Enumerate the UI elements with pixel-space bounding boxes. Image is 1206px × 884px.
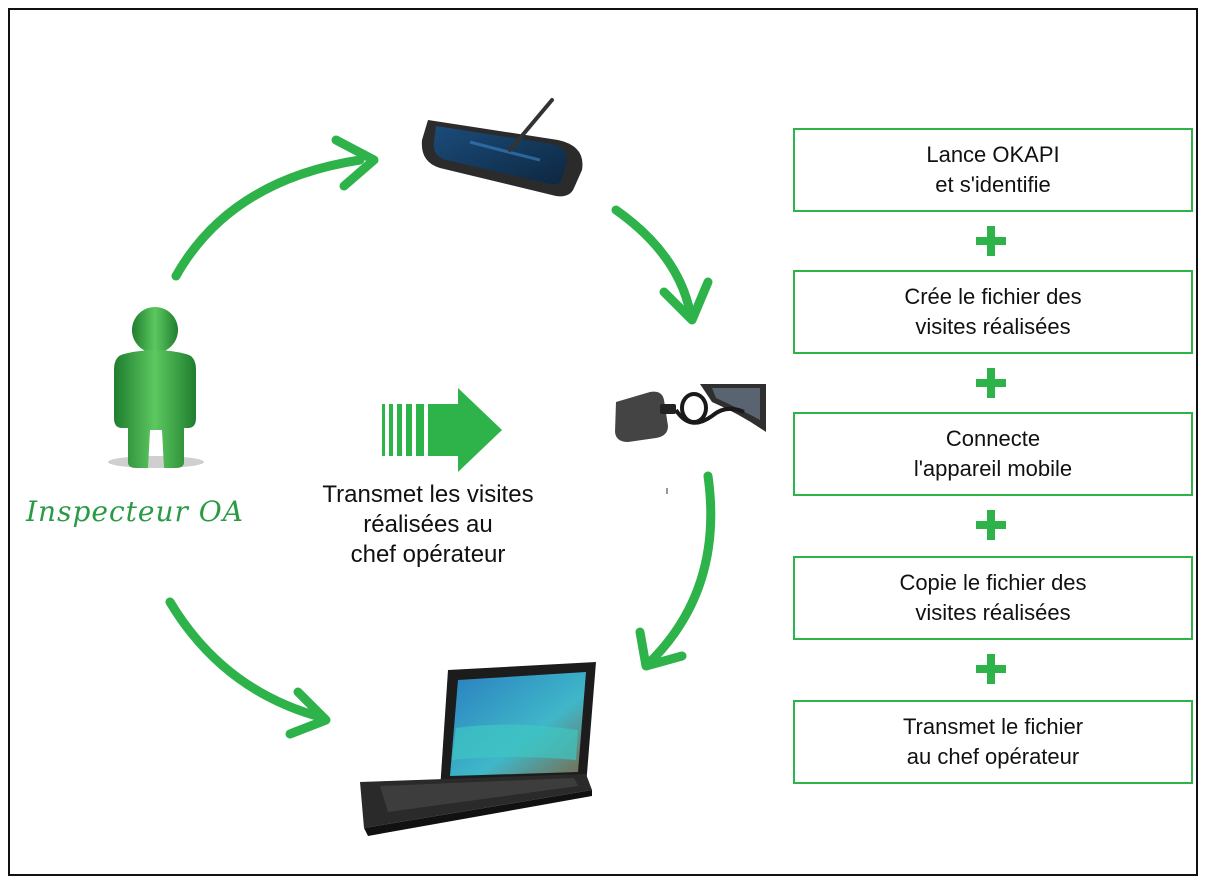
center-caption-line: chef opérateur: [350, 541, 506, 568]
step-line: Connecte: [945, 426, 1041, 451]
plus-icon: [972, 650, 1016, 694]
step-box-transmit-file: Transmet le fichier au chef opérateur: [793, 700, 1193, 784]
center-caption-line: réalisées au: [363, 511, 493, 538]
laptop-icon: [360, 662, 596, 836]
role-label: Inspecteur OA: [26, 495, 244, 528]
plus-icon: [972, 364, 1016, 408]
stray-mark: [666, 488, 668, 494]
step-line: et s'identifie: [935, 172, 1051, 197]
step-line: Lance OKAPI: [926, 142, 1060, 167]
usb-connection-icon: [615, 384, 766, 442]
step-line: Copie le fichier des: [899, 570, 1087, 595]
plus-icon: [972, 222, 1016, 266]
step-box-launch: Lance OKAPI et s'identifie: [793, 128, 1193, 212]
step-line: Transmet le fichier: [902, 714, 1084, 739]
center-caption-line: Transmet les visites: [322, 481, 534, 508]
step-line: au chef opérateur: [906, 744, 1080, 769]
center-caption: Transmet les visites réalisées au chef o…: [278, 480, 578, 570]
person-icon: [108, 307, 204, 468]
plus-icon: [972, 506, 1016, 550]
step-line: Crée le fichier des: [904, 284, 1082, 309]
flow-arrow-icon: [165, 135, 716, 739]
step-line: l'appareil mobile: [913, 456, 1073, 481]
center-transfer-arrow-icon: [382, 388, 502, 472]
step-line: visites réalisées: [915, 600, 1071, 625]
step-box-create-file: Crée le fichier des visites réalisées: [793, 270, 1193, 354]
tablet-icon: [421, 98, 583, 197]
step-box-connect-device: Connecte l'appareil mobile: [793, 412, 1193, 496]
step-line: visites réalisées: [915, 314, 1071, 339]
step-box-copy-file: Copie le fichier des visites réalisées: [793, 556, 1193, 640]
